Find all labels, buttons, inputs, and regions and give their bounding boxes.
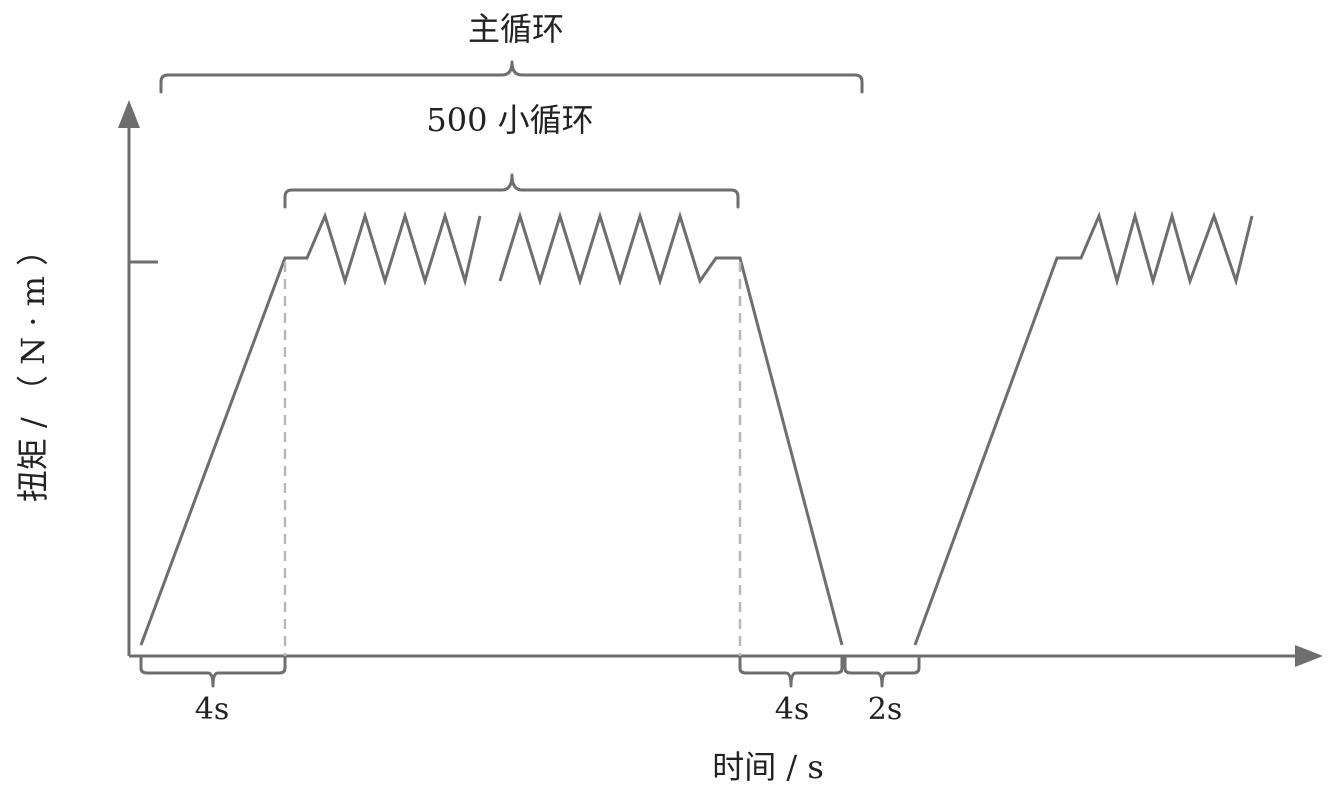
y-axis-arrow [118, 100, 140, 128]
torque-profile [139, 210, 1254, 646]
profile-main-cycle-part1 [139, 210, 482, 646]
y-axis-label: 扭矩 / （ N · m ） [14, 234, 52, 502]
dashed-guides [283, 262, 742, 656]
x-axis-label: 时间 / s [712, 748, 824, 786]
axes [127, 125, 1296, 658]
rise-duration-brace [139, 656, 287, 688]
main-cycle-brace [159, 60, 864, 94]
profile-next-cycle [913, 210, 1254, 646]
x-axis-arrow [1295, 645, 1323, 667]
profile-main-cycle-part2 [498, 210, 844, 646]
rest-duration-label: 2s [868, 692, 902, 727]
rest-duration-brace [843, 656, 921, 688]
rise-duration-label: 4s [195, 692, 229, 727]
fall-duration-brace [738, 656, 844, 688]
braces [139, 60, 921, 688]
fall-duration-label: 4s [775, 692, 809, 727]
main-cycle-label: 主循环 [468, 10, 564, 48]
sub-cycle-label: 500 小循环 [426, 101, 593, 139]
sub-cycle-brace [283, 173, 740, 209]
